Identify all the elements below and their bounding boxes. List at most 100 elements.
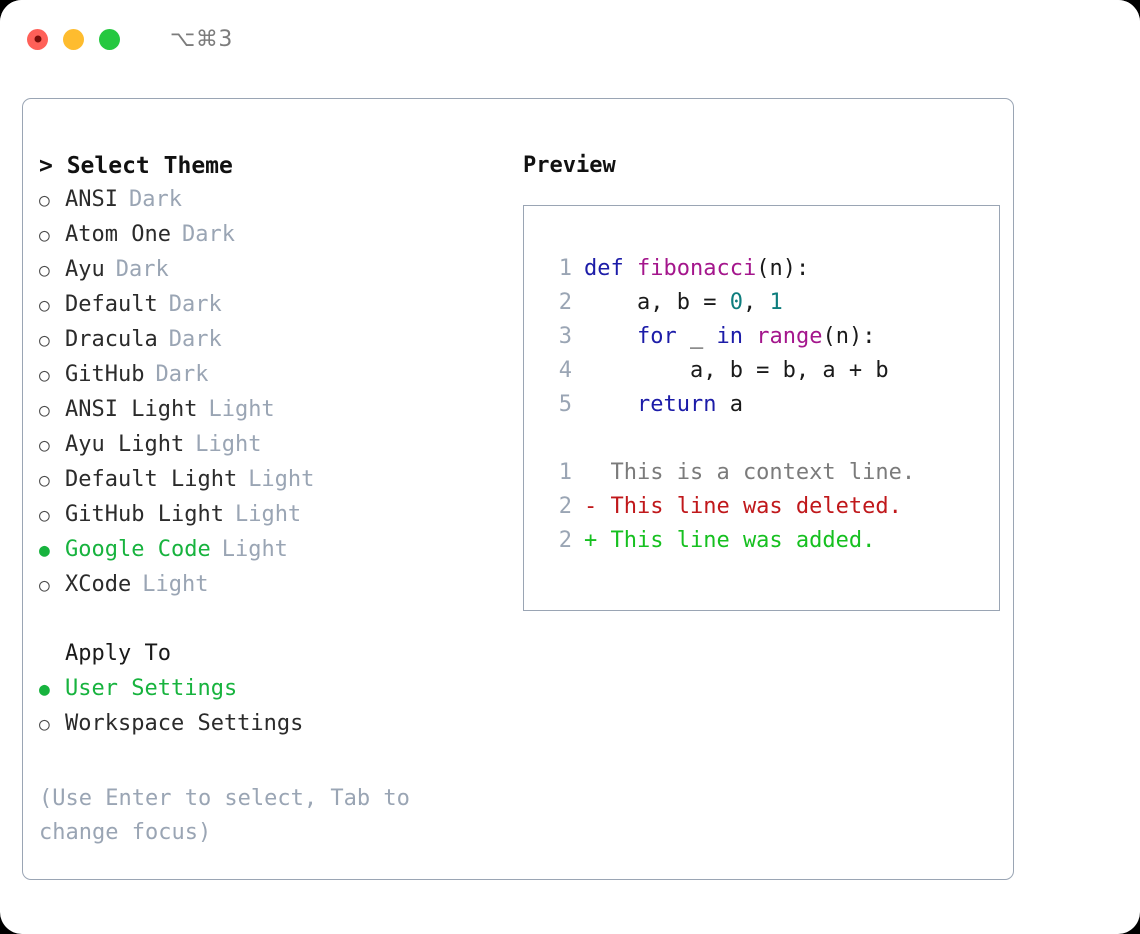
- code-token: (n):: [822, 324, 876, 349]
- theme-option-label: Dracula: [65, 327, 158, 352]
- apply-to-option[interactable]: ● User Settings: [39, 672, 499, 707]
- diff-line-content: + This line was added.: [584, 528, 876, 553]
- theme-variant-badge: Light: [248, 467, 315, 492]
- keyboard-shortcut-label: ⌥⌘3: [170, 26, 233, 52]
- radio-unselected-icon: ○: [39, 435, 50, 456]
- list-spacer: [39, 603, 499, 637]
- diff-line-content: This is a context line.: [584, 460, 916, 485]
- diff-line-number: 1: [558, 460, 572, 485]
- theme-variant-badge: Dark: [128, 187, 182, 212]
- blank-marker-icon: ○: [39, 638, 65, 672]
- apply-to-option-label: User Settings: [65, 676, 238, 701]
- code-token: _: [676, 324, 717, 349]
- theme-option[interactable]: ○ Atom One Dark: [39, 218, 499, 253]
- diff-sample: 1 This is a context line. 2 - This line wa…: [538, 456, 999, 558]
- theme-option[interactable]: ○ Ayu Light Light: [39, 428, 499, 463]
- code-token: [584, 392, 637, 417]
- theme-option-label: Atom One: [65, 222, 171, 247]
- diff-line-number: 2: [558, 528, 572, 553]
- code-token: fibonacci: [636, 256, 757, 281]
- apply-to-option[interactable]: ○ Workspace Settings: [39, 707, 499, 742]
- diff-line-number: 2: [558, 494, 572, 519]
- radio-unselected-icon: ○: [39, 260, 50, 281]
- maximize-window-button[interactable]: [99, 28, 120, 50]
- code-line: 3 for _ in range(n):: [538, 320, 999, 354]
- code-line: 2 a, b = 0, 1: [538, 286, 999, 320]
- theme-variant-badge: Light: [221, 537, 288, 562]
- code-line-number: 5: [558, 392, 572, 417]
- code-token: def: [584, 256, 637, 281]
- radio-unselected-icon: ○: [39, 190, 50, 211]
- code-line-number: 4: [558, 358, 572, 383]
- theme-option[interactable]: ○ XCode Light: [39, 568, 499, 603]
- code-line-content: a, b = 0, 1: [584, 286, 783, 320]
- radio-unselected-icon: ○: [39, 470, 50, 491]
- code-token: in: [716, 324, 743, 349]
- radio-selected-icon: ●: [39, 679, 50, 700]
- code-token: range: [756, 324, 823, 349]
- theme-option[interactable]: ● Google Code Light: [39, 533, 499, 568]
- radio-unselected-icon: ○: [39, 575, 50, 596]
- diff-line: 1 This is a context line.: [538, 456, 999, 490]
- theme-variant-badge: Light: [208, 397, 275, 422]
- page-title: > Select Theme: [39, 153, 233, 179]
- theme-option-label: Google Code: [65, 537, 211, 562]
- theme-variant-badge: Light: [195, 432, 262, 457]
- radio-unselected-icon: ○: [39, 330, 50, 351]
- code-line-content: return a: [584, 388, 743, 422]
- theme-option-label: XCode: [65, 572, 132, 597]
- diff-line: 2 - This line was deleted.: [538, 490, 999, 524]
- theme-variant-badge: Dark: [168, 292, 222, 317]
- apply-to-heading: ○ Apply To: [39, 637, 499, 672]
- code-token: [584, 324, 637, 349]
- theme-option-label: GitHub: [65, 362, 145, 387]
- radio-selected-icon: ●: [39, 540, 50, 561]
- code-token: a, b =: [584, 290, 730, 315]
- theme-option[interactable]: ○ Default Light Light: [39, 463, 499, 498]
- code-line: 4 a, b = b, a + b: [538, 354, 999, 388]
- code-line-content: for _ in range(n):: [584, 320, 875, 354]
- code-token: 1: [769, 290, 783, 315]
- close-window-button[interactable]: [27, 28, 48, 50]
- diff-line: 2 + This line was added.: [538, 524, 999, 558]
- theme-option-label: Default Light: [65, 467, 238, 492]
- radio-unselected-icon: ○: [39, 714, 50, 735]
- radio-unselected-icon: ○: [39, 225, 50, 246]
- apply-to-option-label: Workspace Settings: [65, 711, 304, 736]
- minimize-window-button[interactable]: [63, 28, 84, 50]
- code-line-number: 2: [558, 290, 572, 315]
- keyboard-hint-text: (Use Enter to select, Tab to change focu…: [39, 786, 410, 845]
- apply-to-list[interactable]: ● User Settings ○ Workspace Settings: [39, 672, 499, 742]
- theme-option-label: Ayu Light: [65, 432, 185, 457]
- code-token: for: [636, 324, 677, 349]
- theme-option-label: Default: [65, 292, 158, 317]
- traffic-lights: [27, 28, 120, 50]
- code-line-number: 3: [558, 324, 572, 349]
- theme-variant-badge: Light: [142, 572, 209, 597]
- code-line-content: a, b = b, a + b: [584, 354, 889, 388]
- theme-option-label: Ayu: [65, 257, 105, 282]
- code-diff-separator: [538, 422, 999, 456]
- code-line-number: 1: [558, 256, 572, 281]
- radio-unselected-icon: ○: [39, 505, 50, 526]
- preview-title: Preview: [523, 153, 616, 178]
- theme-variant-badge: Dark: [181, 222, 235, 247]
- diff-line-content: - This line was deleted.: [584, 494, 902, 519]
- code-token: a, b = b, a + b: [584, 358, 889, 383]
- code-token: ,: [742, 290, 770, 315]
- hint-spacer: [39, 742, 499, 782]
